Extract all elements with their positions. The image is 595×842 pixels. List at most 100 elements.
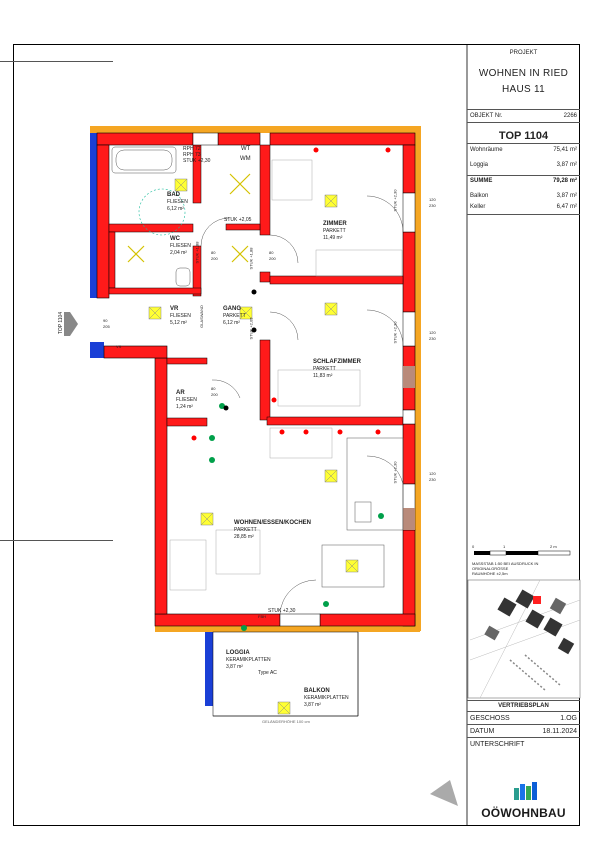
type-ac-label: Type AC: [258, 670, 277, 676]
room-name: SCHLAFZIMMER: [313, 359, 361, 365]
date-value: 18.11.2024: [542, 728, 577, 735]
room-floor: FLIESEN: [176, 397, 197, 403]
wm-label: WM: [240, 156, 251, 162]
room-area: 11,49 m²: [323, 235, 343, 241]
scale-tick: 2 m: [550, 544, 557, 549]
sheet-frame: [13, 44, 580, 826]
vs-label: VS: [116, 344, 122, 349]
room-area: 11,83 m²: [313, 373, 333, 379]
divider: [0, 61, 113, 62]
insulation-orange: [90, 126, 421, 632]
room-floor: FLIESEN: [170, 243, 191, 249]
stuk-gang-2: STUK +1,88: [248, 247, 254, 270]
scale-note: MASSSTAB 1:50 BEI AUSDRUCK IN ORIGINALGR…: [472, 561, 538, 576]
scale-tick: 0: [472, 544, 475, 549]
divider: [467, 175, 580, 176]
room-floor: PARKETT: [313, 366, 336, 372]
dim-h: 200: [211, 256, 218, 261]
scale-bar: [474, 550, 571, 556]
room-floor: KERAMIKPLATTEN: [226, 657, 271, 663]
turning-circle: [138, 188, 186, 236]
area-row: Wohnräume 75,41 m²: [467, 147, 580, 157]
scale-tick: 1: [503, 544, 506, 549]
room-area: 6,12 m²: [167, 206, 184, 212]
room-floor: PARKETT: [323, 228, 346, 234]
top-marker-label: TOP 1104: [58, 311, 65, 335]
dim-w: 80: [211, 386, 216, 391]
loggia-area: [212, 631, 359, 717]
interior-walls: [108, 144, 404, 427]
project-name-line2: HAUS 11: [501, 84, 546, 95]
toilet: [175, 267, 191, 287]
room-name: VR: [170, 306, 179, 312]
ceiling-lamps: [127, 173, 359, 715]
fbh-label: FBH: [258, 614, 266, 619]
dim-w: 120: [429, 471, 436, 476]
room-zimmer: ZIMMER PARKETT 11,49 m²: [323, 221, 347, 242]
north-arrow: [430, 780, 458, 806]
dim-w: 90: [103, 318, 108, 323]
chimney-block-2: [403, 508, 415, 530]
wt-label: WT: [241, 146, 251, 152]
date-label: DATUM: [470, 728, 495, 735]
stuk-wc: STUK +2,05: [224, 217, 252, 223]
entrance-arrow: [64, 312, 78, 336]
dim-w: 120: [429, 197, 436, 202]
stuk-gang-1: STUK +1,88: [194, 241, 200, 264]
object-row: OBJEKT Nr. 2266: [467, 109, 580, 123]
plan-type: VERTRIEBSPLAN: [467, 700, 580, 712]
room-wohnen: WOHNEN/ESSEN/KOCHEN PARKETT 28,85 m²: [234, 520, 311, 541]
dim-w: 120: [429, 330, 436, 335]
room-loggia: LOGGIA KERAMIKPLATTEN 3,87 m²: [226, 650, 271, 671]
bathtub: [111, 146, 177, 174]
room-area: 1,24 m²: [176, 404, 193, 410]
floor-label: GESCHOSS: [470, 715, 510, 722]
unit-title: TOP 1104: [498, 130, 549, 142]
room-gang: GANG PARKETT 6,12 m²: [223, 306, 246, 327]
dim-w: 80: [269, 250, 274, 255]
area-value: 79,28 m²: [552, 178, 577, 184]
glass-label: GLASWAND: [198, 305, 204, 328]
room-name: LOGGIA: [226, 650, 250, 656]
stuk-wohn: STUK +2,30: [268, 608, 296, 614]
stuk-r1: STUK +2,30: [392, 189, 398, 212]
room-bad: BAD FLIESEN 6,12 m²: [167, 192, 188, 213]
area-row: Balkon 3,87 m²: [467, 193, 580, 203]
room-schlafzimmer: SCHLAFZIMMER PARKETT 11,83 m²: [313, 359, 361, 380]
area-value: 3,87 m²: [556, 193, 577, 199]
electrical-symbols: [209, 403, 384, 631]
signature-label: UNTERSCHRIFT: [470, 741, 525, 748]
dim-h: 200: [211, 392, 218, 397]
railing-label: GELÄNDERHÖHE 100 cm: [262, 719, 310, 724]
room-area: 6,12 m²: [223, 320, 240, 326]
floor-value: 1.OG: [560, 715, 577, 722]
area-row: Keller 6,47 m²: [467, 204, 580, 214]
room-floor: PARKETT: [223, 313, 246, 319]
object-label: OBJEKT Nr.: [470, 113, 503, 119]
area-value: 3,87 m²: [556, 162, 577, 168]
furniture-outlines: [169, 159, 403, 591]
rph-labels: RPH 72 RPH 73 STUK +2,30: [183, 146, 210, 164]
wall-nodes: [223, 289, 257, 411]
brand-name: OÖWOHNBAU: [481, 806, 566, 820]
stuk-vr: STUK +2,05: [248, 317, 254, 340]
room-name: WOHNEN/ESSEN/KOCHEN: [234, 520, 312, 526]
room-floor: FLIESEN: [170, 313, 191, 319]
date-row: DATUM 18.11.2024: [467, 725, 580, 738]
area-label: Keller: [470, 204, 486, 210]
dim-w: 80: [211, 250, 216, 255]
stuk-r2: STUK +2,30: [392, 321, 398, 344]
room-name: BAD: [167, 192, 180, 198]
area-label: Loggia: [470, 162, 489, 168]
area-label: Wohnräume: [470, 147, 503, 153]
room-vr: VR FLIESEN 5,12 m²: [170, 306, 191, 327]
room-name: AR: [176, 390, 185, 396]
stuk-r3: STUK +2,30: [392, 461, 398, 484]
